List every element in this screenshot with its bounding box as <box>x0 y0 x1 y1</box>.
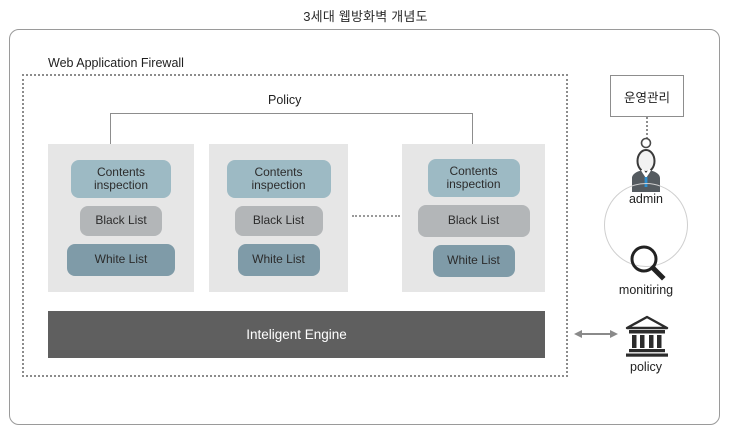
monitoring-label: monitiring <box>618 283 674 297</box>
policy-label: Policy <box>268 93 302 107</box>
inspection-panel-3: Contents inspection Black List White Lis… <box>402 144 545 292</box>
bank-building-icon <box>625 315 669 357</box>
inspection-panel-2: Contents inspection Black List White Lis… <box>209 144 348 292</box>
web-application-firewall-label: Web Application Firewall <box>48 56 184 70</box>
double-arrow-icon <box>573 327 619 341</box>
panel-link-connector <box>352 215 400 217</box>
white-list-pill[interactable]: White List <box>67 244 175 276</box>
intelligent-engine-bar[interactable]: Inteligent Engine <box>48 311 545 358</box>
black-list-pill[interactable]: Black List <box>234 206 323 236</box>
ops-admin-connector <box>646 117 648 139</box>
page-title: 3세대 웹방화벽 개념도 <box>303 9 428 24</box>
operations-management-box[interactable]: 운영관리 <box>610 75 684 117</box>
monitoring-circle <box>604 183 688 267</box>
contents-inspection-pill[interactable]: Contents inspection <box>226 160 331 198</box>
contents-inspection-pill[interactable]: Contents inspection <box>427 159 520 197</box>
firewall-boundary-box <box>22 74 568 377</box>
policy-bracket-connector <box>110 113 473 145</box>
inspection-panel-1: Contents inspection Black List White Lis… <box>48 144 194 292</box>
contents-inspection-pill[interactable]: Contents inspection <box>71 160 171 198</box>
white-list-pill[interactable]: White List <box>237 244 320 276</box>
policy-label-right: policy <box>630 360 662 374</box>
magnifier-icon <box>628 243 666 281</box>
white-list-pill[interactable]: White List <box>432 245 515 277</box>
black-list-pill[interactable]: Black List <box>80 206 162 236</box>
black-list-pill[interactable]: Black List <box>417 205 530 237</box>
